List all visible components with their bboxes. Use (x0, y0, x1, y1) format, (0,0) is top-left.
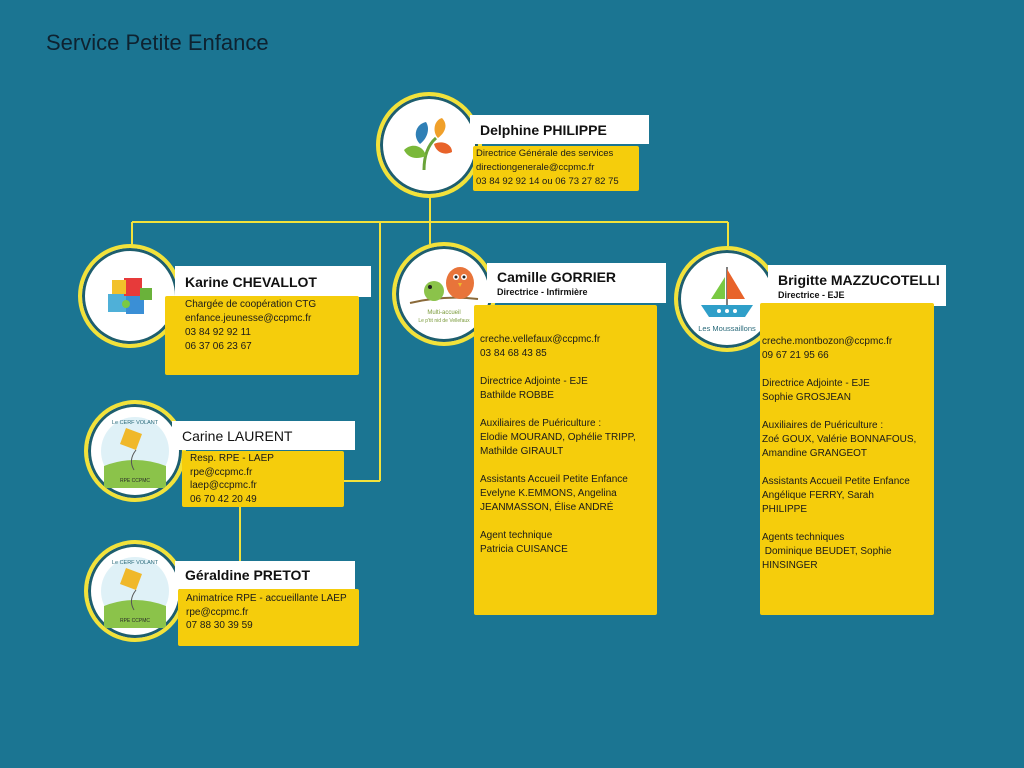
camille-logo-text-top: Multi-accueil (427, 310, 460, 316)
brigitte-line: Dominique BEUDET, Sophie (762, 546, 892, 557)
brigitte-name-box: Brigitte MAZZUCOTELLI Directrice - EJE (768, 265, 946, 306)
camille-line: Agent technique (480, 530, 553, 541)
birds-logo-icon: Multi-accueil Le p'tit nid de Vellefaux (409, 267, 479, 324)
camille-line: 03 84 68 43 85 (480, 348, 547, 359)
camille-name-box: Camille GORRIER Directrice - Infirmière (487, 263, 666, 303)
brigitte-line: Zoé GOUX, Valérie BONNAFOUS, (762, 434, 917, 445)
karine-line: enfance.jeunesse@ccpmc.fr (185, 313, 312, 324)
camille-line: JEANMASSON, Élise ANDRÉ (480, 502, 614, 513)
kite-logo-icon: Le CERF VOLANT RPE CCPMC (101, 417, 169, 488)
camille-line: Bathilde ROBBE (480, 390, 554, 401)
geraldine-name: Géraldine PRETOT (175, 561, 355, 589)
puzzle-icon (108, 278, 152, 314)
carine-line: laep@ccpmc.fr (190, 480, 257, 491)
director-card: Directrice Générale des services directi… (473, 146, 639, 191)
camille-card: creche.vellefaux@ccpmc.fr 03 84 68 43 85… (474, 305, 657, 615)
kite-logo-icon: Le CERF VOLANT RPE CCPMC (101, 557, 169, 628)
carine-line: Resp. RPE - LAEP (190, 453, 274, 464)
camille-line: Elodie MOURAND, Ophélie TRIPP, (480, 432, 636, 443)
geraldine-line: Animatrice RPE - accueillante LAEP (186, 593, 347, 604)
director-line: 03 84 92 92 14 ou 06 73 27 82 75 (476, 176, 619, 187)
brigitte-line: creche.montbozon@ccpmc.fr (762, 336, 893, 347)
camille-line: creche.vellefaux@ccpmc.fr (480, 334, 601, 345)
karine-logo (78, 244, 182, 348)
boat-logo-icon: Les Moussaillons (698, 267, 756, 333)
karine-line: 06 37 06 23 67 (185, 341, 252, 352)
brigitte-line: Amandine GRANGEOT (762, 448, 868, 459)
brigitte-line: Angélique FERRY, Sarah (762, 490, 874, 501)
brigitte-logo-text: Les Moussaillons (698, 324, 756, 333)
director-line: Directrice Générale des services (476, 148, 614, 159)
brigitte-line: PHILIPPE (762, 504, 808, 515)
carine-logo: Le CERF VOLANT RPE CCPMC (84, 400, 186, 502)
brigitte-line: Directrice Adjointe - EJE (762, 378, 870, 389)
page-title: Service Petite Enfance (46, 30, 269, 55)
carine-name: Carine LAURENT (172, 421, 355, 450)
geraldine-logo: Le CERF VOLANT RPE CCPMC (84, 540, 186, 642)
camille-logo-text-bottom: Le p'tit nid de Vellefaux (418, 318, 470, 324)
carine-line: rpe@ccpmc.fr (190, 466, 253, 478)
camille-line: Directrice Adjointe - EJE (480, 376, 588, 387)
brigitte-line: Auxiliaires de Puériculture : (762, 420, 884, 431)
director-name: Delphine PHILIPPE (470, 115, 649, 144)
camille-name: Camille GORRIER (497, 269, 617, 285)
brigitte-line: HINSINGER (762, 560, 818, 571)
geraldine-line: rpe@ccpmc.fr (186, 606, 249, 618)
camille-line: Evelyne K.EMMONS, Angelina (480, 488, 617, 499)
geraldine-line: 07 88 30 39 59 (186, 620, 253, 631)
geraldine-card: Animatrice RPE - accueillante LAEP rpe@c… (178, 589, 359, 646)
brigitte-line: Sophie GROSJEAN (762, 392, 851, 403)
brigitte-logo: Les Moussaillons (674, 246, 780, 352)
camille-line: Assistants Accueil Petite Enfance (480, 474, 628, 485)
karine-line: Chargée de coopération CTG (185, 299, 317, 310)
brigitte-card: creche.montbozon@ccpmc.fr 09 67 21 95 66… (760, 303, 934, 615)
geraldine-logo-text-bottom: RPE CCPMC (120, 618, 150, 624)
karine-name: Karine CHEVALLOT (175, 266, 371, 297)
carine-line: 06 70 42 20 49 (190, 493, 257, 505)
brigitte-name: Brigitte MAZZUCOTELLI (778, 271, 940, 288)
carine-card: Resp. RPE - LAEP rpe@ccpmc.fr laep@ccpmc… (182, 451, 344, 507)
director-logo (376, 92, 482, 198)
brigitte-role: Directrice - EJE (778, 289, 845, 300)
brigitte-line: 09 67 21 95 66 (762, 350, 829, 361)
camille-logo: Multi-accueil Le p'tit nid de Vellefaux (392, 242, 496, 346)
karine-line: 03 84 92 92 11 (185, 327, 251, 338)
camille-role: Directrice - Infirmière (497, 287, 588, 297)
karine-card: Chargée de coopération CTG enfance.jeune… (165, 296, 359, 375)
geraldine-logo-text-top: Le CERF VOLANT (112, 560, 159, 566)
leaves-logo-icon (404, 118, 452, 171)
camille-line: Auxiliaires de Puériculture : (480, 418, 602, 429)
camille-line: Patricia CUISANCE (480, 544, 568, 555)
carine-logo-text-bottom: RPE CCPMC (120, 478, 150, 484)
camille-line: Mathilde GIRAULT (480, 446, 564, 457)
director-line: directiongenerale@ccpmc.fr (476, 162, 595, 173)
brigitte-line: Assistants Accueil Petite Enfance (762, 476, 910, 487)
brigitte-line: Agents techniques (762, 532, 845, 543)
carine-logo-text-top: Le CERF VOLANT (112, 420, 159, 426)
